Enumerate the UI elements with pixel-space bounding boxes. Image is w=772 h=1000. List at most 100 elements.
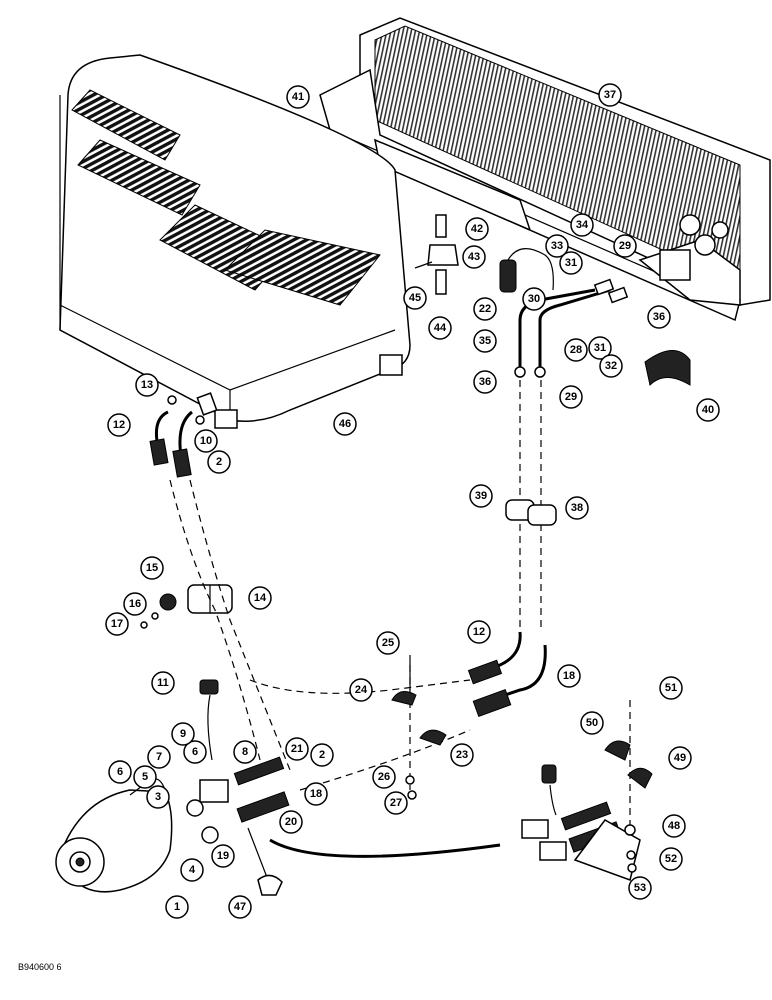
svg-text:44: 44 bbox=[434, 322, 447, 334]
callout-12: 12 bbox=[107, 413, 131, 437]
svg-text:2: 2 bbox=[319, 749, 325, 761]
callout-26: 26 bbox=[372, 765, 396, 789]
callout-43: 43 bbox=[462, 245, 486, 269]
svg-text:5: 5 bbox=[142, 771, 148, 783]
callout-11: 11 bbox=[151, 671, 175, 695]
svg-text:51: 51 bbox=[665, 682, 677, 694]
callout-44: 44 bbox=[428, 316, 452, 340]
compressor bbox=[55, 679, 501, 896]
svg-text:39: 39 bbox=[475, 490, 487, 502]
svg-text:12: 12 bbox=[473, 626, 485, 638]
callout-29: 29 bbox=[613, 234, 637, 258]
callout-27: 27 bbox=[384, 791, 408, 815]
svg-text:11: 11 bbox=[157, 677, 169, 689]
callout-19: 19 bbox=[211, 844, 235, 868]
svg-text:19: 19 bbox=[217, 850, 229, 862]
callout-29: 29 bbox=[559, 385, 583, 409]
callout-10: 10 bbox=[194, 429, 218, 453]
callout-48: 48 bbox=[662, 814, 686, 838]
callout-18: 18 bbox=[304, 782, 328, 806]
callout-42: 42 bbox=[465, 217, 489, 241]
callout-9: 9 bbox=[171, 722, 195, 746]
svg-text:41: 41 bbox=[292, 91, 304, 103]
pressure-switch-lines bbox=[499, 248, 691, 387]
callout-12: 12 bbox=[467, 620, 491, 644]
svg-text:47: 47 bbox=[234, 901, 246, 913]
svg-text:2: 2 bbox=[216, 456, 222, 468]
svg-text:21: 21 bbox=[291, 743, 303, 755]
callout-38: 38 bbox=[565, 496, 589, 520]
hose-clamp bbox=[140, 584, 233, 629]
callout-6: 6 bbox=[183, 740, 207, 764]
svg-text:3: 3 bbox=[155, 791, 161, 803]
callout-15: 15 bbox=[140, 556, 164, 580]
svg-text:16: 16 bbox=[129, 598, 141, 610]
svg-text:31: 31 bbox=[565, 257, 577, 269]
callout-32: 32 bbox=[599, 354, 623, 378]
svg-text:25: 25 bbox=[382, 637, 394, 649]
callout-36: 36 bbox=[473, 370, 497, 394]
svg-text:36: 36 bbox=[653, 311, 665, 323]
callout-7: 7 bbox=[147, 745, 171, 769]
svg-text:20: 20 bbox=[285, 816, 297, 828]
callout-8: 8 bbox=[233, 740, 257, 764]
svg-text:26: 26 bbox=[378, 771, 390, 783]
callout-49: 49 bbox=[668, 746, 692, 770]
callout-40: 40 bbox=[696, 398, 720, 422]
svg-text:17: 17 bbox=[111, 618, 123, 630]
callout-52: 52 bbox=[659, 847, 683, 871]
callout-5: 5 bbox=[133, 765, 157, 789]
svg-text:14: 14 bbox=[254, 592, 267, 604]
svg-text:29: 29 bbox=[565, 391, 577, 403]
callout-31: 31 bbox=[559, 251, 583, 275]
svg-text:7: 7 bbox=[156, 751, 162, 763]
svg-text:27: 27 bbox=[390, 797, 402, 809]
callout-13: 13 bbox=[135, 373, 159, 397]
callout-2: 2 bbox=[207, 450, 231, 474]
svg-text:42: 42 bbox=[471, 223, 483, 235]
svg-text:1: 1 bbox=[174, 901, 180, 913]
svg-text:22: 22 bbox=[479, 303, 491, 315]
svg-text:36: 36 bbox=[479, 376, 491, 388]
callout-47: 47 bbox=[228, 895, 252, 919]
callout-31: 31 bbox=[588, 336, 612, 360]
housing-fittings bbox=[149, 392, 218, 478]
callout-17: 17 bbox=[105, 612, 129, 636]
svg-text:30: 30 bbox=[528, 293, 540, 305]
callout-34: 34 bbox=[570, 213, 594, 237]
svg-text:13: 13 bbox=[141, 379, 153, 391]
callout-4: 4 bbox=[180, 858, 204, 882]
callout-1: 1 bbox=[165, 895, 189, 919]
svg-text:18: 18 bbox=[563, 670, 575, 682]
svg-text:33: 33 bbox=[551, 240, 563, 252]
svg-text:48: 48 bbox=[668, 820, 680, 832]
callout-37: 37 bbox=[598, 83, 622, 107]
svg-text:4: 4 bbox=[189, 864, 196, 876]
callout-2: 2 bbox=[310, 743, 334, 767]
svg-text:8: 8 bbox=[242, 746, 248, 758]
mounting-bracket bbox=[521, 740, 653, 881]
svg-text:6: 6 bbox=[117, 766, 123, 778]
callout-3: 3 bbox=[146, 785, 170, 809]
callout-20: 20 bbox=[279, 810, 303, 834]
svg-text:24: 24 bbox=[355, 684, 368, 696]
lower-hoses bbox=[391, 631, 547, 800]
svg-text:18: 18 bbox=[310, 788, 322, 800]
callout-35: 35 bbox=[473, 329, 497, 353]
svg-text:32: 32 bbox=[605, 360, 617, 372]
svg-text:53: 53 bbox=[634, 882, 646, 894]
svg-text:35: 35 bbox=[479, 335, 491, 347]
callout-51: 51 bbox=[659, 676, 683, 700]
callout-30: 30 bbox=[522, 287, 546, 311]
callout-21: 21 bbox=[285, 737, 309, 761]
callout-22: 22 bbox=[473, 297, 497, 321]
svg-text:31: 31 bbox=[594, 342, 606, 354]
svg-text:10: 10 bbox=[200, 435, 212, 447]
svg-text:23: 23 bbox=[456, 749, 468, 761]
callout-33: 33 bbox=[545, 234, 569, 258]
svg-text:28: 28 bbox=[570, 344, 582, 356]
callout-53: 53 bbox=[628, 876, 652, 900]
svg-text:12: 12 bbox=[113, 419, 125, 431]
